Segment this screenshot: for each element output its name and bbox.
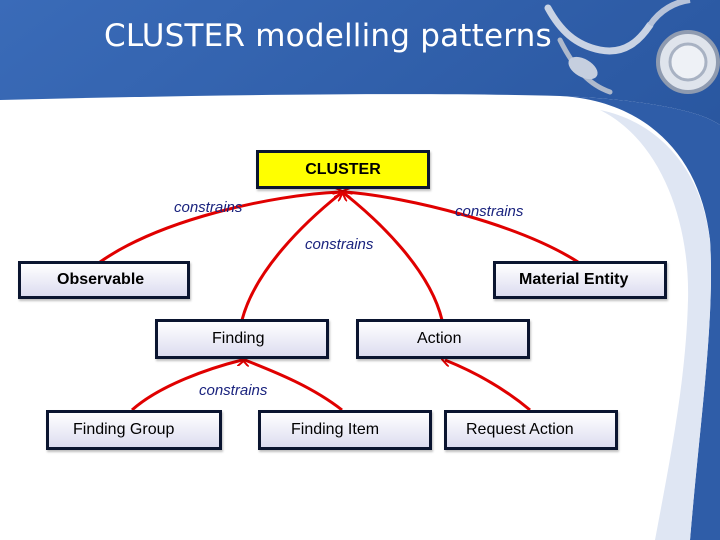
node-material-entity: Material Entity (493, 261, 667, 299)
edge-label-cluster-center: constrains (305, 236, 374, 253)
edge-label-finding-bottom: constrains (199, 382, 268, 399)
node-cluster: CLUSTER (256, 150, 430, 189)
node-request-action: Request Action (444, 410, 618, 450)
stethoscope-icon (544, 0, 720, 95)
edge-finding-finding-item (245, 360, 343, 412)
edge-finding-finding-group (131, 360, 242, 412)
edge-action-request-action (445, 360, 531, 412)
node-finding-group: Finding Group (46, 410, 222, 450)
edge-label-cluster-right: constrains (455, 203, 524, 220)
node-action: Action (356, 319, 530, 359)
node-finding: Finding (155, 319, 329, 359)
node-finding-item: Finding Item (258, 410, 432, 450)
edge-cluster-observable (99, 192, 340, 264)
node-observable: Observable (18, 261, 190, 299)
edge-cluster-material-entity (345, 192, 579, 264)
edge-cluster-action (345, 194, 444, 321)
edge-label-cluster-left: constrains (174, 199, 243, 216)
slide-title: CLUSTER modelling patterns (104, 18, 552, 54)
edge-cluster-finding (240, 194, 340, 321)
